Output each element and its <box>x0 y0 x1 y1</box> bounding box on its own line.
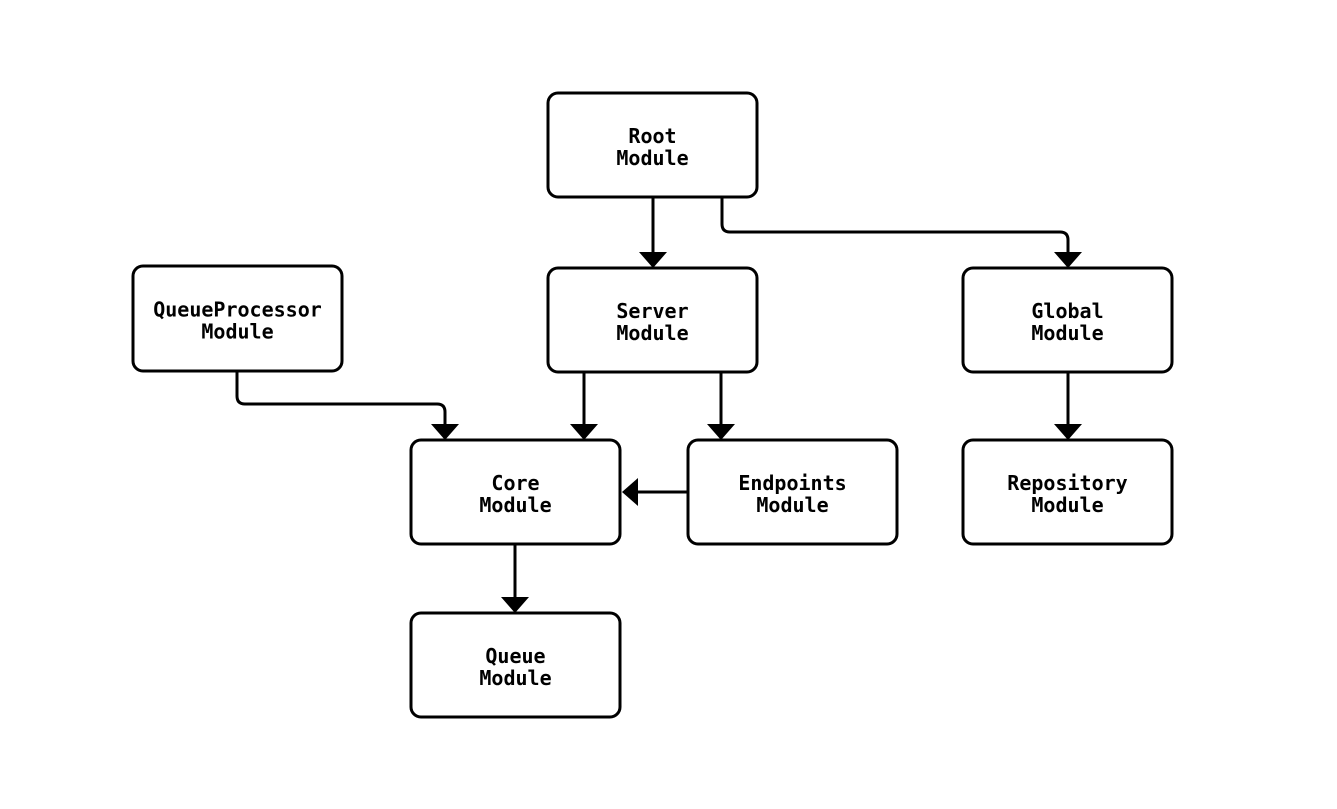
node-endpoints-box <box>686 438 899 546</box>
edge-root-to-global <box>720 197 1082 268</box>
node-server-label-line-1: Module <box>616 321 688 345</box>
edge-queueprocessor-to-core <box>235 371 459 440</box>
node-global-box <box>961 266 1174 374</box>
node-server-box <box>546 266 759 374</box>
node-endpoints-label-line-0: Endpoints <box>738 471 846 495</box>
node-global-label-line-1: Module <box>1031 321 1103 345</box>
node-repository-box <box>961 438 1174 546</box>
node-queue-label-line-1: Module <box>479 666 551 690</box>
node-core-label-line-0: Core <box>491 471 539 495</box>
edges-layer <box>235 197 1082 613</box>
node-core-label-line-1: Module <box>479 493 551 517</box>
node-queueprocessor-box <box>131 264 344 373</box>
node-root-label-line-1: Module <box>616 146 688 170</box>
node-core-box <box>409 438 622 546</box>
node-server-label-line-0: Server <box>616 299 688 323</box>
node-root-label-line-0: Root <box>628 124 676 148</box>
node-repository-label-line-1: Module <box>1031 493 1103 517</box>
node-queue-label-line-0: Queue <box>485 644 545 668</box>
node-repository-label-line-0: Repository <box>1007 471 1127 495</box>
node-endpoints-label-line-1: Module <box>756 493 828 517</box>
node-queueprocessor-label-line-1: Module <box>201 320 273 344</box>
node-queue-box <box>409 611 622 719</box>
node-queueprocessor-label-line-0: QueueProcessor <box>153 298 322 322</box>
node-global-label-line-0: Global <box>1031 299 1103 323</box>
node-root-box <box>546 91 759 199</box>
